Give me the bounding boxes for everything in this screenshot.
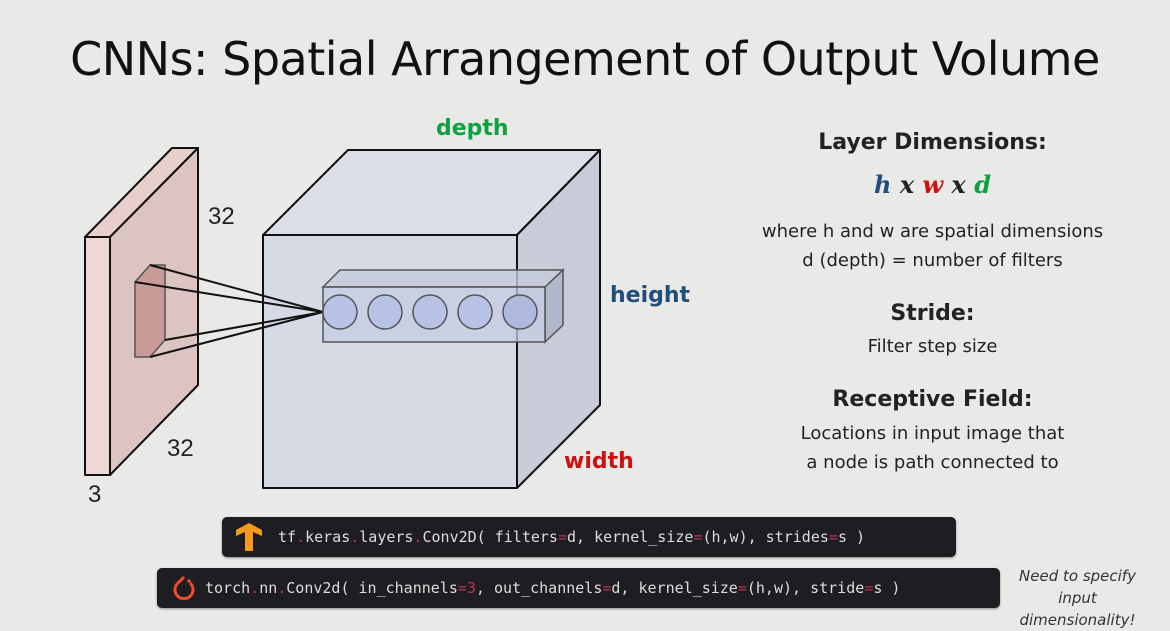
receptive-field-heading: Receptive Field: bbox=[832, 387, 1033, 412]
layer-desc-1: where h and w are spatial dimensions bbox=[761, 221, 1104, 242]
note-line-1: Need to specify bbox=[1019, 567, 1136, 585]
neuron bbox=[412, 294, 448, 330]
code-token: = bbox=[828, 528, 838, 546]
code-token: s ) bbox=[837, 528, 866, 546]
dimension-formula: h x w x d bbox=[720, 170, 1145, 199]
stride-desc: Filter step size bbox=[867, 336, 998, 357]
code-token: torch bbox=[205, 579, 251, 597]
code-token: d, kernel_size bbox=[567, 528, 694, 546]
formula-w: w bbox=[922, 170, 944, 199]
height-label: height bbox=[610, 283, 691, 308]
code-token: d, kernel_size bbox=[611, 579, 738, 597]
neuron bbox=[367, 294, 403, 330]
code-token: = bbox=[693, 528, 703, 546]
code-token: tf bbox=[278, 528, 297, 546]
code-token: , out_channels bbox=[475, 579, 603, 597]
code-token: = bbox=[557, 528, 567, 546]
receptive-filter-box bbox=[134, 264, 166, 358]
code-token: (h,w), stride bbox=[746, 579, 865, 597]
code-token: layers bbox=[359, 528, 414, 546]
cnn-diagram: depth height width 32 32 3 bbox=[84, 116, 691, 508]
tf-code-text: tf.keras.layers.Conv2D( filters=d, kerne… bbox=[278, 528, 865, 546]
rf-desc-2: a node is path connected to bbox=[806, 452, 1059, 473]
torch-code-text: torch.nn.Conv2d( in_channels=3, out_chan… bbox=[205, 579, 900, 597]
layer-desc-2: d (depth) = number of filters bbox=[802, 250, 1063, 271]
layer-dimensions-heading: Layer Dimensions: bbox=[818, 130, 1047, 155]
neuron bbox=[502, 294, 538, 330]
code-token: . bbox=[277, 579, 287, 597]
input-height-label: 32 bbox=[208, 203, 235, 230]
tensorflow-code: tf.keras.layers.Conv2D( filters=d, kerne… bbox=[222, 517, 956, 557]
code-token: 3 bbox=[466, 579, 476, 597]
code-token: = bbox=[602, 579, 612, 597]
stride-heading: Stride: bbox=[890, 301, 975, 326]
code-token: nn bbox=[259, 579, 278, 597]
code-token: (h,w), strides bbox=[702, 528, 829, 546]
neuron bbox=[457, 294, 493, 330]
neuron-column bbox=[321, 268, 565, 344]
tensorflow-logo-icon bbox=[236, 523, 262, 551]
depth-label: depth bbox=[436, 116, 509, 141]
formula-x: x bbox=[899, 170, 915, 199]
code-token: . bbox=[250, 579, 260, 597]
code-token: = bbox=[864, 579, 874, 597]
width-label: width bbox=[564, 449, 634, 474]
code-token: = bbox=[457, 579, 467, 597]
input-slab-front bbox=[84, 236, 111, 476]
formula-x: x bbox=[951, 170, 966, 199]
input-width-label: 32 bbox=[167, 435, 194, 462]
input-channels-label: 3 bbox=[88, 481, 101, 508]
neuron bbox=[322, 294, 358, 330]
rf-desc-1: Locations in input image that bbox=[800, 423, 1065, 444]
pytorch-logo-icon bbox=[173, 575, 195, 601]
code-token: Conv2D( filters bbox=[422, 528, 558, 546]
code-token: = bbox=[737, 579, 747, 597]
code-token: Conv2d( in_channels bbox=[286, 579, 458, 597]
code-token: keras bbox=[305, 528, 351, 546]
dimensionality-note: Need to specify input dimensionality! bbox=[1005, 565, 1150, 631]
formula-h: h bbox=[874, 170, 892, 199]
note-line-2: input dimensionality! bbox=[1019, 589, 1136, 629]
formula-d: d bbox=[974, 170, 991, 199]
pytorch-code: torch.nn.Conv2d( in_channels=3, out_chan… bbox=[157, 568, 1000, 608]
code-token: . bbox=[350, 528, 360, 546]
code-token: . bbox=[413, 528, 423, 546]
code-token: s ) bbox=[873, 579, 901, 597]
code-token: . bbox=[296, 528, 306, 546]
slide-title: CNNs: Spatial Arrangement of Output Volu… bbox=[70, 32, 1100, 86]
